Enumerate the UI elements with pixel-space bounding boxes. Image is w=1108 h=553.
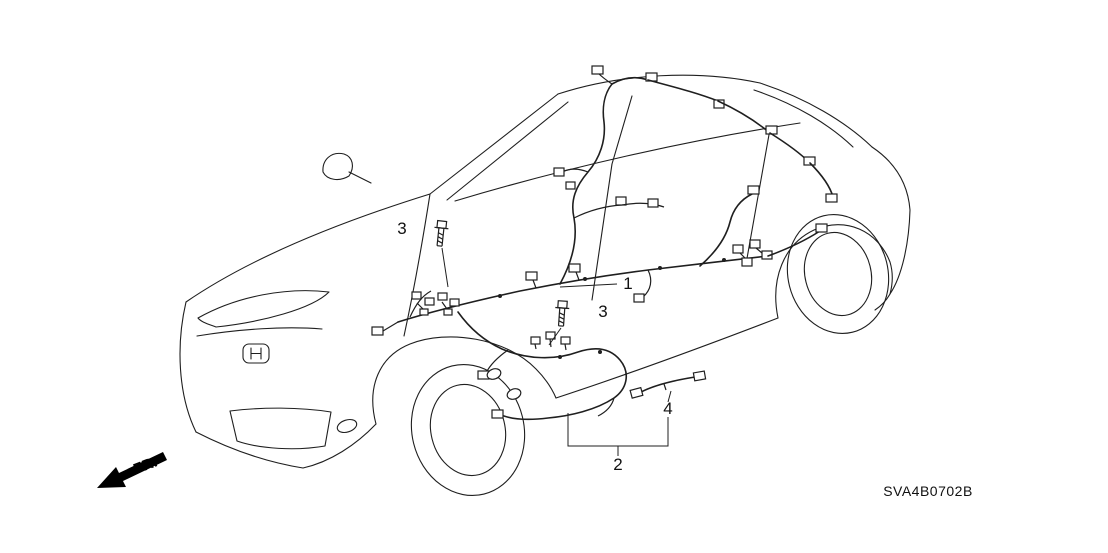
part-code: SVA4B0702B (883, 483, 973, 499)
wire-harness-main (371, 65, 838, 336)
callout-3-upper[interactable]: 3 (397, 219, 406, 238)
bolt-icon-lower (553, 299, 571, 328)
callout-4[interactable]: 4 (663, 399, 672, 418)
grille-line (196, 327, 323, 337)
honda-emblem (242, 343, 270, 364)
fog-light (336, 418, 358, 434)
fr-arrow-icon (97, 452, 167, 488)
rear-wheel (786, 213, 890, 335)
side-mirror (322, 152, 353, 181)
sub-cord-wire (629, 370, 707, 399)
front-wheel (410, 363, 526, 497)
harness-connector-cluster-right (732, 239, 773, 267)
callout-2-bracket (567, 413, 669, 456)
lower-grille (229, 407, 332, 450)
harness-connector-cluster-mid (530, 331, 571, 351)
leader-lines (441, 247, 672, 456)
grommet (486, 368, 502, 380)
car-outline (179, 74, 911, 497)
callout-2[interactable]: 2 (613, 455, 622, 474)
grommet (506, 388, 522, 400)
callout-1[interactable]: 1 (623, 274, 632, 293)
wire-harness-floor-branch (457, 311, 627, 421)
callout-3-lower[interactable]: 3 (598, 302, 607, 321)
front-direction-mark: FR. (97, 452, 167, 488)
headlight (197, 290, 330, 328)
harness-connector-cluster-left (411, 291, 460, 316)
bolt-icon-upper (431, 219, 450, 248)
